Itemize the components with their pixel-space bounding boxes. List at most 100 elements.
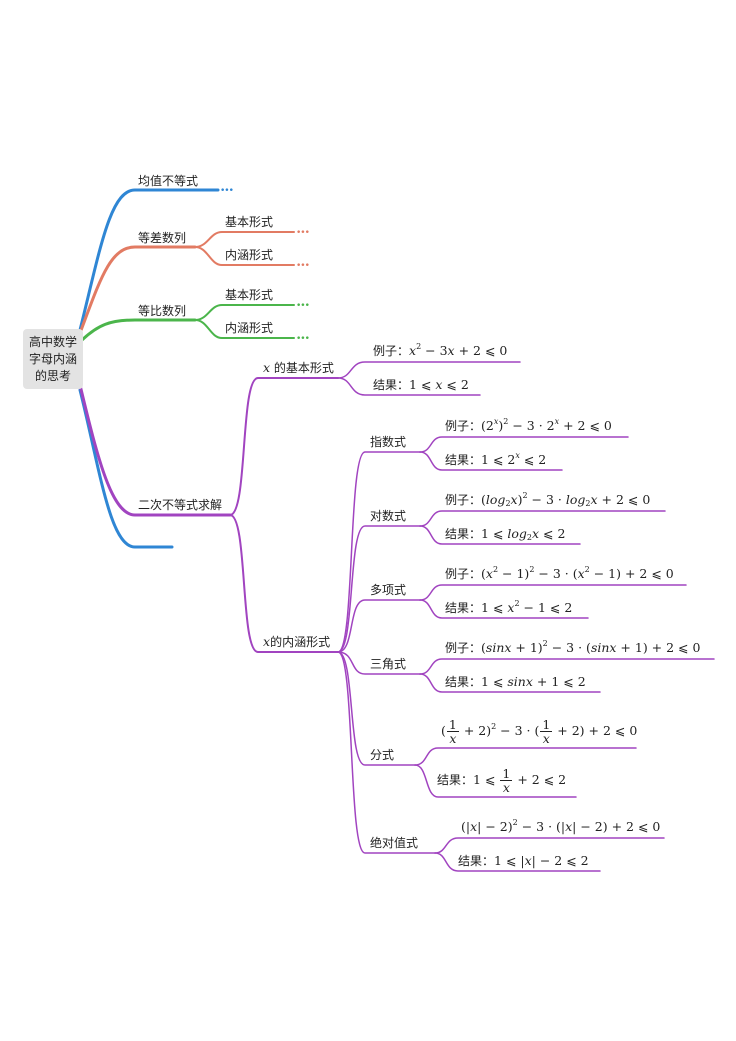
x-basic-text: 的基本形式 [270,361,334,375]
connector-root-quad [78,383,232,517]
node-quad[interactable]: 二次不等式求解 [138,498,223,512]
connector-zhishu-example [419,436,629,453]
root-line-1: 高中数学 [28,334,77,349]
result-label: 结果： [437,773,474,787]
connector-fenshi-result [414,764,577,798]
formula: 1 ⩽ |x| − 2 ⩽ 2 [494,853,589,868]
formula: (sinx + 1)2 − 3 · (sinx + 1) + 2 ⩽ 0 [481,639,701,656]
formula: 1 ⩽ sinx + 1 ⩽ 2 [481,674,586,689]
node-x-basic-example[interactable]: 例子：x2 − 3x + 2 ⩽ 0 [373,343,507,359]
result-label: 结果： [458,854,495,868]
node-duishu-example[interactable]: 例子：(log2x)2 − 3 · log2x + 2 ⩽ 0 [445,492,650,508]
connector-xinner-fenshi [337,651,416,766]
connector-jueduizhi-result [434,852,601,872]
connector-xinner-duoxiang [337,599,421,653]
collapsed-indicator-dengbi-basic[interactable]: ••• [296,301,310,311]
connector-xbasic-example [337,361,521,379]
connector-xinner-duishu [337,525,421,653]
result-label: 结果： [445,675,482,689]
connector-dengbi-inner [194,319,295,339]
connector-quad-xbasic [229,377,339,516]
connector-sanjiao-result [419,673,601,693]
connector-zhishu-result [419,451,563,471]
connector-dengcha-inner [194,246,295,266]
node-sanjiao[interactable]: 三角式 [370,657,407,671]
root-node[interactable]: 高中数学 字母内涵 的思考 [23,329,83,389]
connector-jueduizhi-example [434,837,665,854]
formula: (log2x)2 − 3 · log2x + 2 ⩽ 0 [481,491,651,508]
formula: (2x)2 − 3 · 2x + 2 ⩽ 0 [481,417,612,434]
node-dengbi[interactable]: 等比数列 [138,304,187,318]
node-jueduizhi-example[interactable]: (|x| − 2)2 − 3 · (|x| − 2) + 2 ⩽ 0 [461,819,660,835]
node-fenshi[interactable]: 分式 [370,748,395,762]
result-label: 结果： [445,453,482,467]
connector-duishu-result [419,525,581,545]
node-x-basic-result[interactable]: 结果：1 ⩽ x ⩽ 2 [373,377,469,393]
node-duoxiang-example[interactable]: 例子：(x2 − 1)2 − 3 · (x2 − 1) + 2 ⩽ 0 [445,566,674,582]
connector-xinner-zhishu [337,451,421,653]
collapsed-indicator-dengcha-basic[interactable]: ••• [296,228,310,238]
formula: (|x| − 2)2 − 3 · (|x| − 2) + 2 ⩽ 0 [461,818,661,835]
example-label: 例子： [445,419,482,433]
connector-duishu-example [419,510,666,527]
node-duoxiang-result[interactable]: 结果：1 ⩽ x2 − 1 ⩽ 2 [445,600,572,616]
root-line-2: 字母内涵 [28,351,77,366]
node-dengbi-inner[interactable]: 内涵形式 [225,321,274,335]
connector-xbasic-result [337,377,481,396]
connector-quad-xinner [229,514,339,653]
connector-root-dengbi [80,318,197,342]
result-label: 结果： [445,601,482,615]
node-junzhi[interactable]: 均值不等式 [138,174,199,188]
x-inner-var: x [263,634,271,649]
result-label: 结果： [445,527,482,541]
collapsed-indicator-junzhi[interactable]: ••• [220,186,234,196]
formula: x2 − 3x + 2 ⩽ 0 [409,342,508,359]
node-dengcha[interactable]: 等差数列 [138,231,187,245]
connector-root-junzhi [78,188,220,332]
node-sanjiao-result[interactable]: 结果：1 ⩽ sinx + 1 ⩽ 2 [445,674,586,690]
collapsed-indicator-dengbi-inner[interactable]: ••• [296,334,310,344]
node-dengbi-basic[interactable]: 基本形式 [225,288,274,302]
connector-duoxiang-result [419,599,589,619]
node-jueduizhi-result[interactable]: 结果：1 ⩽ |x| − 2 ⩽ 2 [458,853,589,869]
connector-fenshi-example [414,747,637,766]
example-label: 例子： [445,567,482,581]
x-basic-var: x [263,360,271,375]
connector-root-dengcha [78,245,197,335]
node-sanjiao-example[interactable]: 例子：(sinx + 1)2 − 3 · (sinx + 1) + 2 ⩽ 0 [445,640,700,656]
node-zhishu[interactable]: 指数式 [370,435,407,449]
example-label: 例子： [373,344,410,358]
formula: 1 ⩽ x2 − 1 ⩽ 2 [481,599,573,616]
connector-dengcha-basic [194,231,295,248]
node-zhishu-example[interactable]: 例子：(2x)2 − 3 · 2x + 2 ⩽ 0 [445,418,612,434]
node-x-basic[interactable]: x 的基本形式 [263,360,334,376]
node-x-inner[interactable]: x的内涵形式 [263,634,330,650]
node-duoxiang[interactable]: 多项式 [370,583,407,597]
node-zhishu-result[interactable]: 结果：1 ⩽ 2x ⩽ 2 [445,452,546,468]
node-duishu-result[interactable]: 结果：1 ⩽ log2x ⩽ 2 [445,526,565,542]
root-line-3: 的思考 [34,368,71,383]
formula: (x2 − 1)2 − 3 · (x2 − 1) + 2 ⩽ 0 [481,565,674,582]
connector-sanjiao-example [419,658,715,675]
collapsed-indicator-dengcha-inner[interactable]: ••• [296,261,310,271]
node-jueduizhi[interactable]: 绝对值式 [370,836,419,850]
connector-xinner-jueduizhi [337,651,436,854]
connector-duoxiang-example [419,584,687,601]
example-label: 例子： [445,493,482,507]
formula: 1 ⩽ x ⩽ 2 [409,377,469,392]
example-label: 例子： [445,641,482,655]
node-duishu[interactable]: 对数式 [370,509,407,523]
node-dengcha-inner[interactable]: 内涵形式 [225,248,274,262]
x-inner-text: 的内涵形式 [270,635,331,649]
connector-xinner-sanjiao [337,651,421,675]
connector-root-blank [78,388,174,549]
formula: 1 ⩽ 2x ⩽ 2 [481,451,547,468]
formula: 1 ⩽ log2x ⩽ 2 [481,526,566,542]
connector-dengbi-basic [194,304,295,321]
node-dengcha-basic[interactable]: 基本形式 [225,215,274,229]
